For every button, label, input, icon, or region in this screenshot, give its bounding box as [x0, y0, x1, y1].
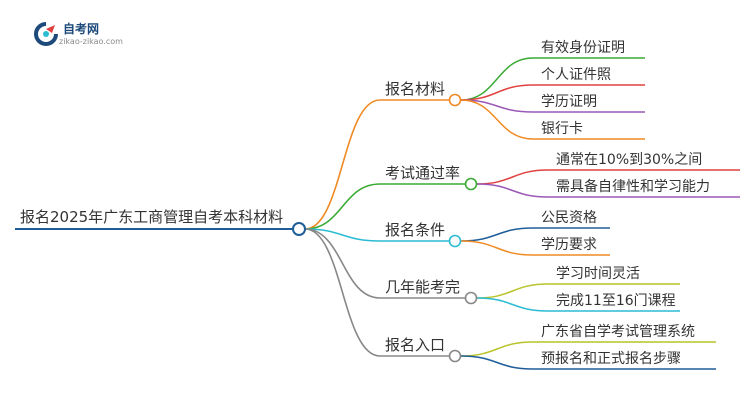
leaf-label: 有效身份证明 [541, 40, 625, 56]
leaf-label: 需具备自律性和学习能力 [556, 178, 710, 195]
branch-label: 报名入口 [385, 336, 445, 354]
branch-connector [304, 228, 381, 357]
branch-node-circle [464, 291, 478, 305]
logo-icon [34, 22, 58, 46]
leaf-connector [460, 240, 534, 256]
root-label: 报名2025年广东工商管理自考本科材料 [20, 208, 283, 226]
leaf-label: 完成11至16门课程 [556, 293, 676, 309]
branch-connector [304, 99, 381, 230]
leaf-connector [460, 57, 534, 101]
logo-title: 自考网 [63, 22, 100, 36]
site-logo[interactable]: 自考网 zikao-zikao.com [33, 18, 143, 52]
branch-label: 报名材料 [385, 80, 445, 98]
leaf-connector [476, 297, 549, 312]
branch-node-circle [464, 177, 478, 191]
leaf-connector [460, 355, 534, 370]
leaf-connector [460, 99, 534, 140]
branch-connector [304, 228, 381, 299]
leaf-connector [460, 84, 534, 101]
leaf-label: 学历要求 [541, 237, 597, 253]
leaf-connector [476, 183, 549, 198]
leaf-label: 预报名和正式报名步骤 [541, 351, 681, 367]
leaf-label: 银行卡 [541, 121, 583, 137]
branch-label: 考试通过率 [385, 164, 460, 182]
leaf-label: 广东省自学考试管理系统 [541, 324, 695, 340]
leaf-connector [476, 169, 549, 185]
branch-connector [304, 228, 381, 242]
branch-label: 几年能考完 [385, 278, 460, 296]
branch-node-circle [448, 93, 462, 107]
leaf-connector [460, 341, 534, 357]
branch-label: 报名条件 [385, 221, 445, 239]
leaf-label: 公民资格 [541, 210, 597, 226]
leaf-connector [460, 227, 534, 242]
leaf-connector [476, 283, 549, 299]
root-node-circle [292, 222, 306, 236]
branch-connector [304, 183, 381, 230]
leaf-label: 个人证件照 [541, 67, 611, 83]
leaf-label: 学习时间灵活 [556, 266, 640, 282]
logo-subtitle: zikao-zikao.com [59, 37, 123, 46]
leaf-label: 通常在10%到30%之间 [556, 152, 702, 168]
branch-node-circle [448, 234, 462, 248]
branch-node-circle [448, 349, 462, 363]
leaf-label: 学历证明 [541, 94, 597, 110]
leaf-connector [460, 99, 534, 113]
